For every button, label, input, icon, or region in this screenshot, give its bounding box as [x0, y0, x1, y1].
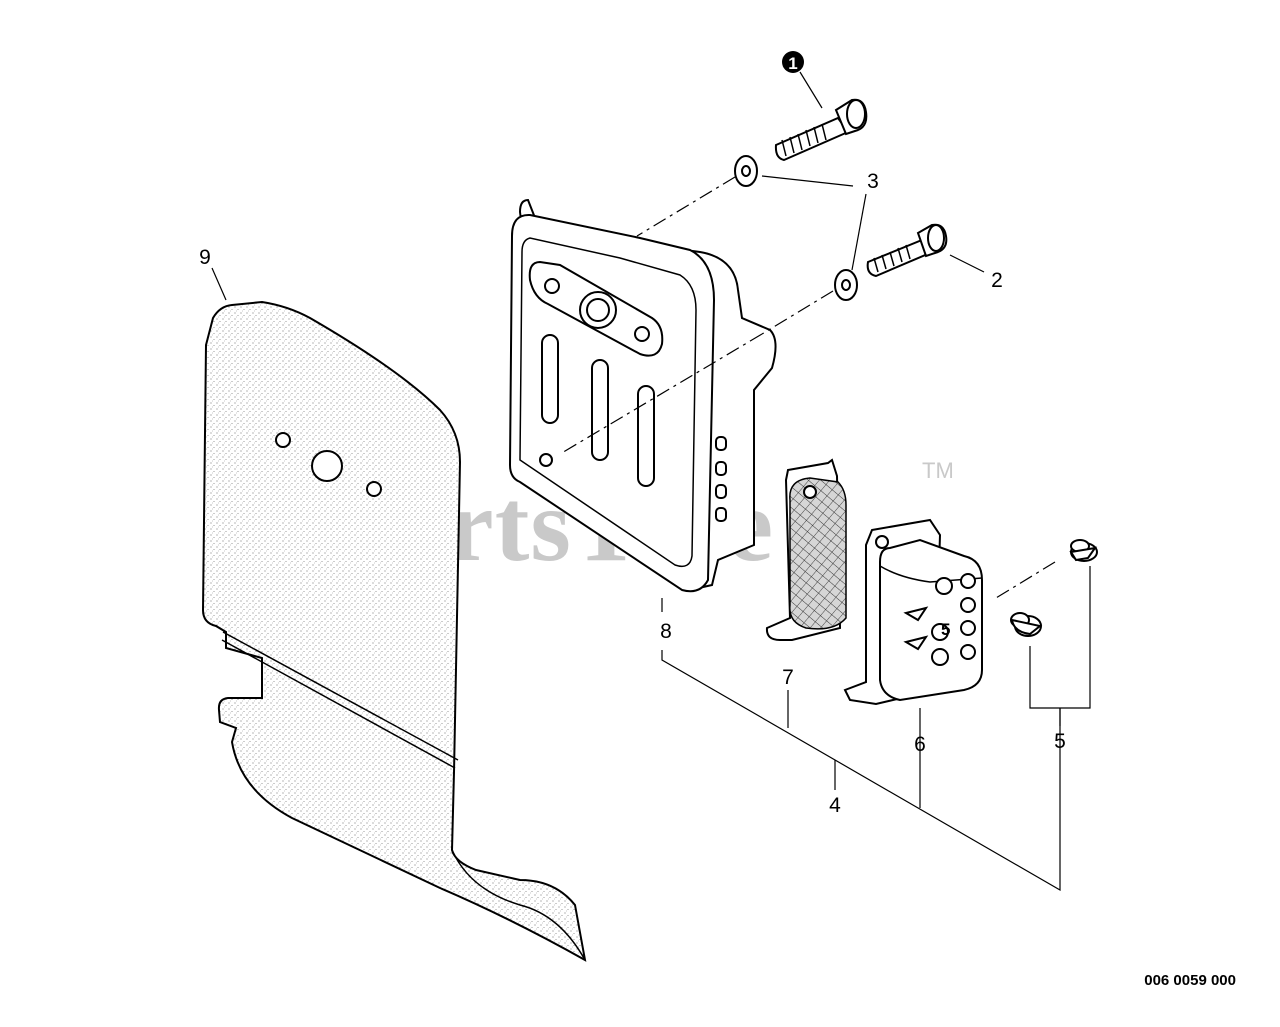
- callout-2: 2: [991, 269, 1003, 292]
- heat-shield-part: [201, 300, 587, 962]
- diagram-reference-number: 006 0059 000: [1144, 972, 1236, 989]
- muffler-body-part: [508, 198, 777, 593]
- bolt-lower-part: [866, 223, 948, 278]
- callout-6: 6: [914, 733, 926, 756]
- embossed-mark: 5: [941, 620, 950, 639]
- leader-lines: [211, 71, 1091, 892]
- washer-lower-part: [834, 269, 858, 301]
- spark-screen-part: [765, 458, 847, 641]
- callout-7: 7: [782, 666, 794, 689]
- callout-1: 1: [788, 54, 797, 73]
- callout-3: 3: [867, 170, 879, 193]
- callout-4: 4: [829, 794, 841, 817]
- bolt-upper-part: [774, 98, 868, 162]
- cover-screw-part: [1010, 539, 1098, 637]
- washer-upper-part: [734, 155, 758, 187]
- callout-9: 9: [199, 246, 211, 269]
- callout-8: 8: [660, 620, 672, 643]
- exhaust-cover-part: 5: [843, 518, 983, 706]
- callout-labels: 1 2 3 4 5 6 7 8 9: [199, 51, 1066, 817]
- callout-1-badge: [782, 51, 804, 73]
- watermark-trademark: TM: [922, 458, 954, 483]
- assembly-lines: [559, 176, 1056, 599]
- callout-5: 5: [1054, 730, 1066, 753]
